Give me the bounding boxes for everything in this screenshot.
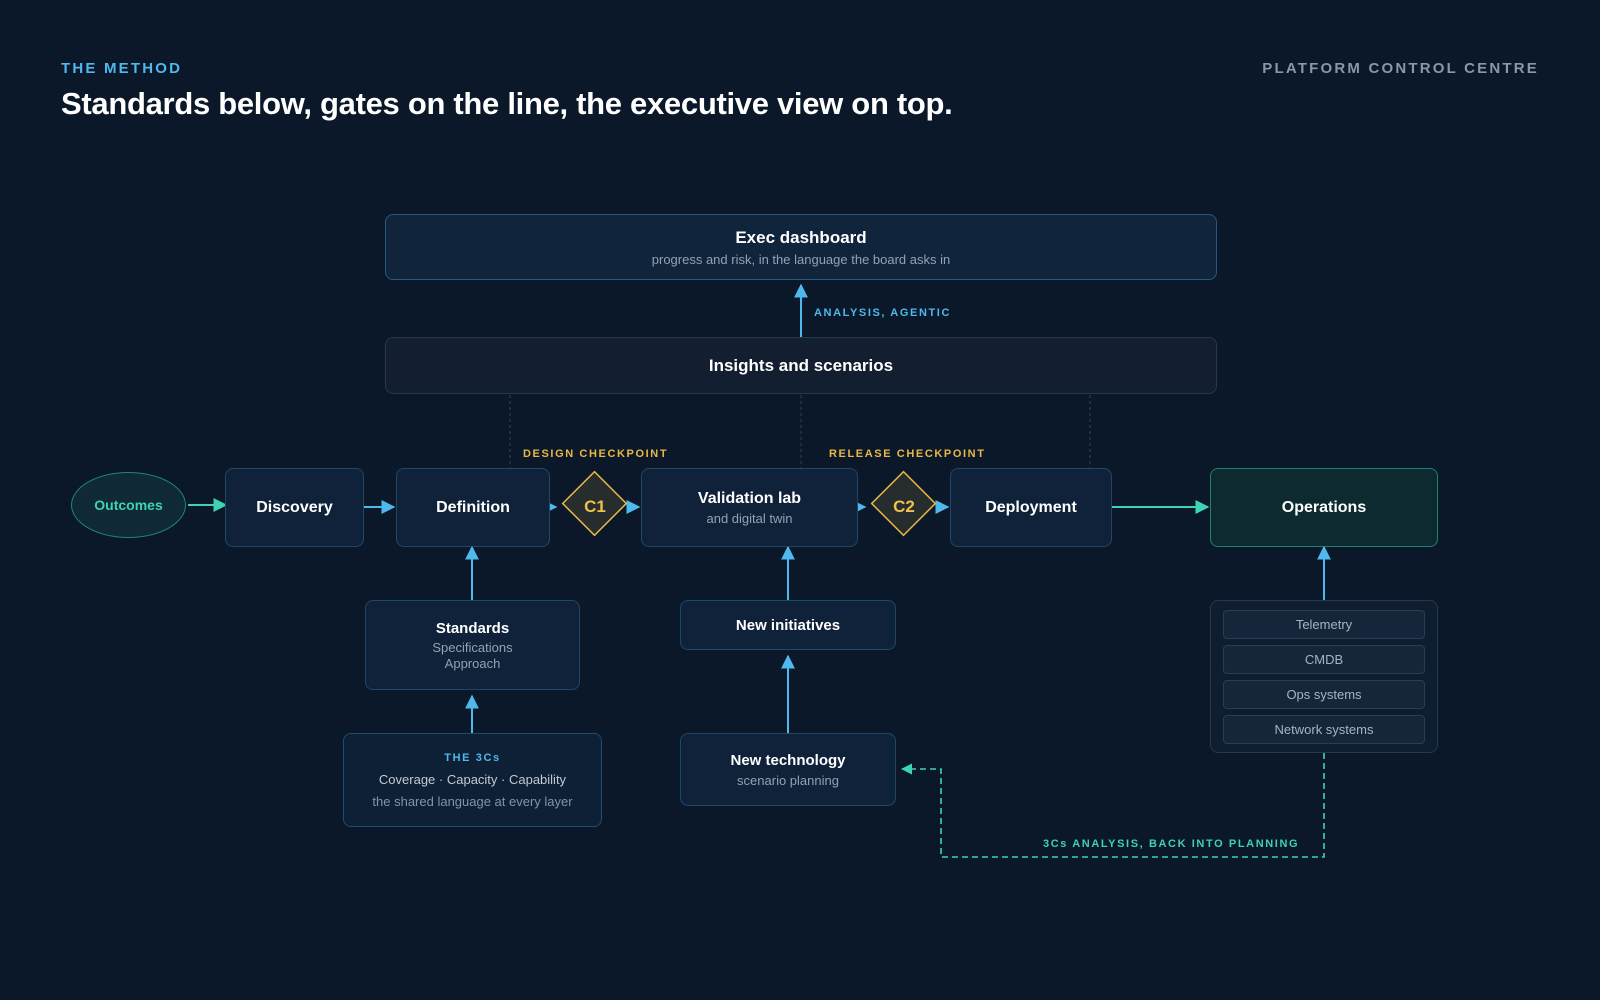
page-title: Standards below, gates on the line, the … xyxy=(61,86,953,121)
data-sources-box: Telemetry CMDB Ops systems Network syste… xyxy=(1210,600,1438,753)
threecs-definition: Coverage · Capacity · Capability xyxy=(378,771,567,787)
deployment-title: Deployment xyxy=(985,498,1077,516)
threecs-tagline: the shared language at every layer xyxy=(372,793,573,809)
outcomes-node: Outcomes xyxy=(71,472,186,538)
standards-line-specifications: Specifications xyxy=(432,639,513,655)
c1-diamond-shape xyxy=(561,470,628,537)
new-initiatives-box: New initiatives xyxy=(680,600,896,650)
deployment-box: Deployment xyxy=(950,468,1112,547)
brand-label: PLATFORM CONTROL CENTRE xyxy=(1262,60,1539,77)
source-chip-cmdb: CMDB xyxy=(1223,645,1425,674)
discovery-box: Discovery xyxy=(225,468,364,547)
validation-lab-subtitle: and digital twin xyxy=(706,510,793,526)
standards-box: Standards Specifications Approach xyxy=(365,600,580,690)
source-chip-ops-systems: Ops systems xyxy=(1223,680,1425,709)
standards-line-approach: Approach xyxy=(444,655,501,671)
insights-scenarios-box: Insights and scenarios xyxy=(385,337,1217,394)
release-checkpoint-label: RELEASE CHECKPOINT xyxy=(829,448,986,460)
c2-gate-label: C2 xyxy=(893,497,915,516)
c1-gate-label: C1 xyxy=(584,497,606,516)
source-chip-network-systems: Network systems xyxy=(1223,715,1425,744)
discovery-title: Discovery xyxy=(256,498,333,516)
threecs-box: THE 3Cs Coverage · Capacity · Capability… xyxy=(343,733,602,827)
operations-box: Operations xyxy=(1210,468,1438,547)
definition-box: Definition xyxy=(396,468,550,547)
insights-scenarios-title: Insights and scenarios xyxy=(708,355,894,375)
threecs-kicker: THE 3Cs xyxy=(444,751,501,764)
exec-dashboard-title: Exec dashboard xyxy=(735,227,867,247)
source-chip-telemetry: Telemetry xyxy=(1223,610,1425,639)
new-technology-title: New technology xyxy=(730,751,846,769)
standards-title: Standards xyxy=(435,619,510,637)
exec-dashboard-subtitle: progress and risk, in the language the b… xyxy=(651,251,951,267)
eyebrow-label: THE METHOD xyxy=(61,60,183,77)
exec-dashboard-box: Exec dashboard progress and risk, in the… xyxy=(385,214,1217,280)
validation-lab-box: Validation lab and digital twin xyxy=(641,468,858,547)
validation-lab-title: Validation lab xyxy=(697,489,802,507)
new-initiatives-title: New initiatives xyxy=(735,616,841,634)
new-technology-box: New technology scenario planning xyxy=(680,733,896,806)
definition-title: Definition xyxy=(436,498,510,516)
analysis-agentic-label: ANALYSIS, AGENTIC xyxy=(814,307,952,319)
operations-title: Operations xyxy=(1281,498,1367,516)
new-technology-subtitle: scenario planning xyxy=(737,772,839,788)
design-checkpoint-label: DESIGN CHECKPOINT xyxy=(523,448,669,460)
feedback-loop-label: 3Cs ANALYSIS, BACK INTO PLANNING xyxy=(1043,838,1300,850)
c2-diamond-shape xyxy=(870,470,937,537)
